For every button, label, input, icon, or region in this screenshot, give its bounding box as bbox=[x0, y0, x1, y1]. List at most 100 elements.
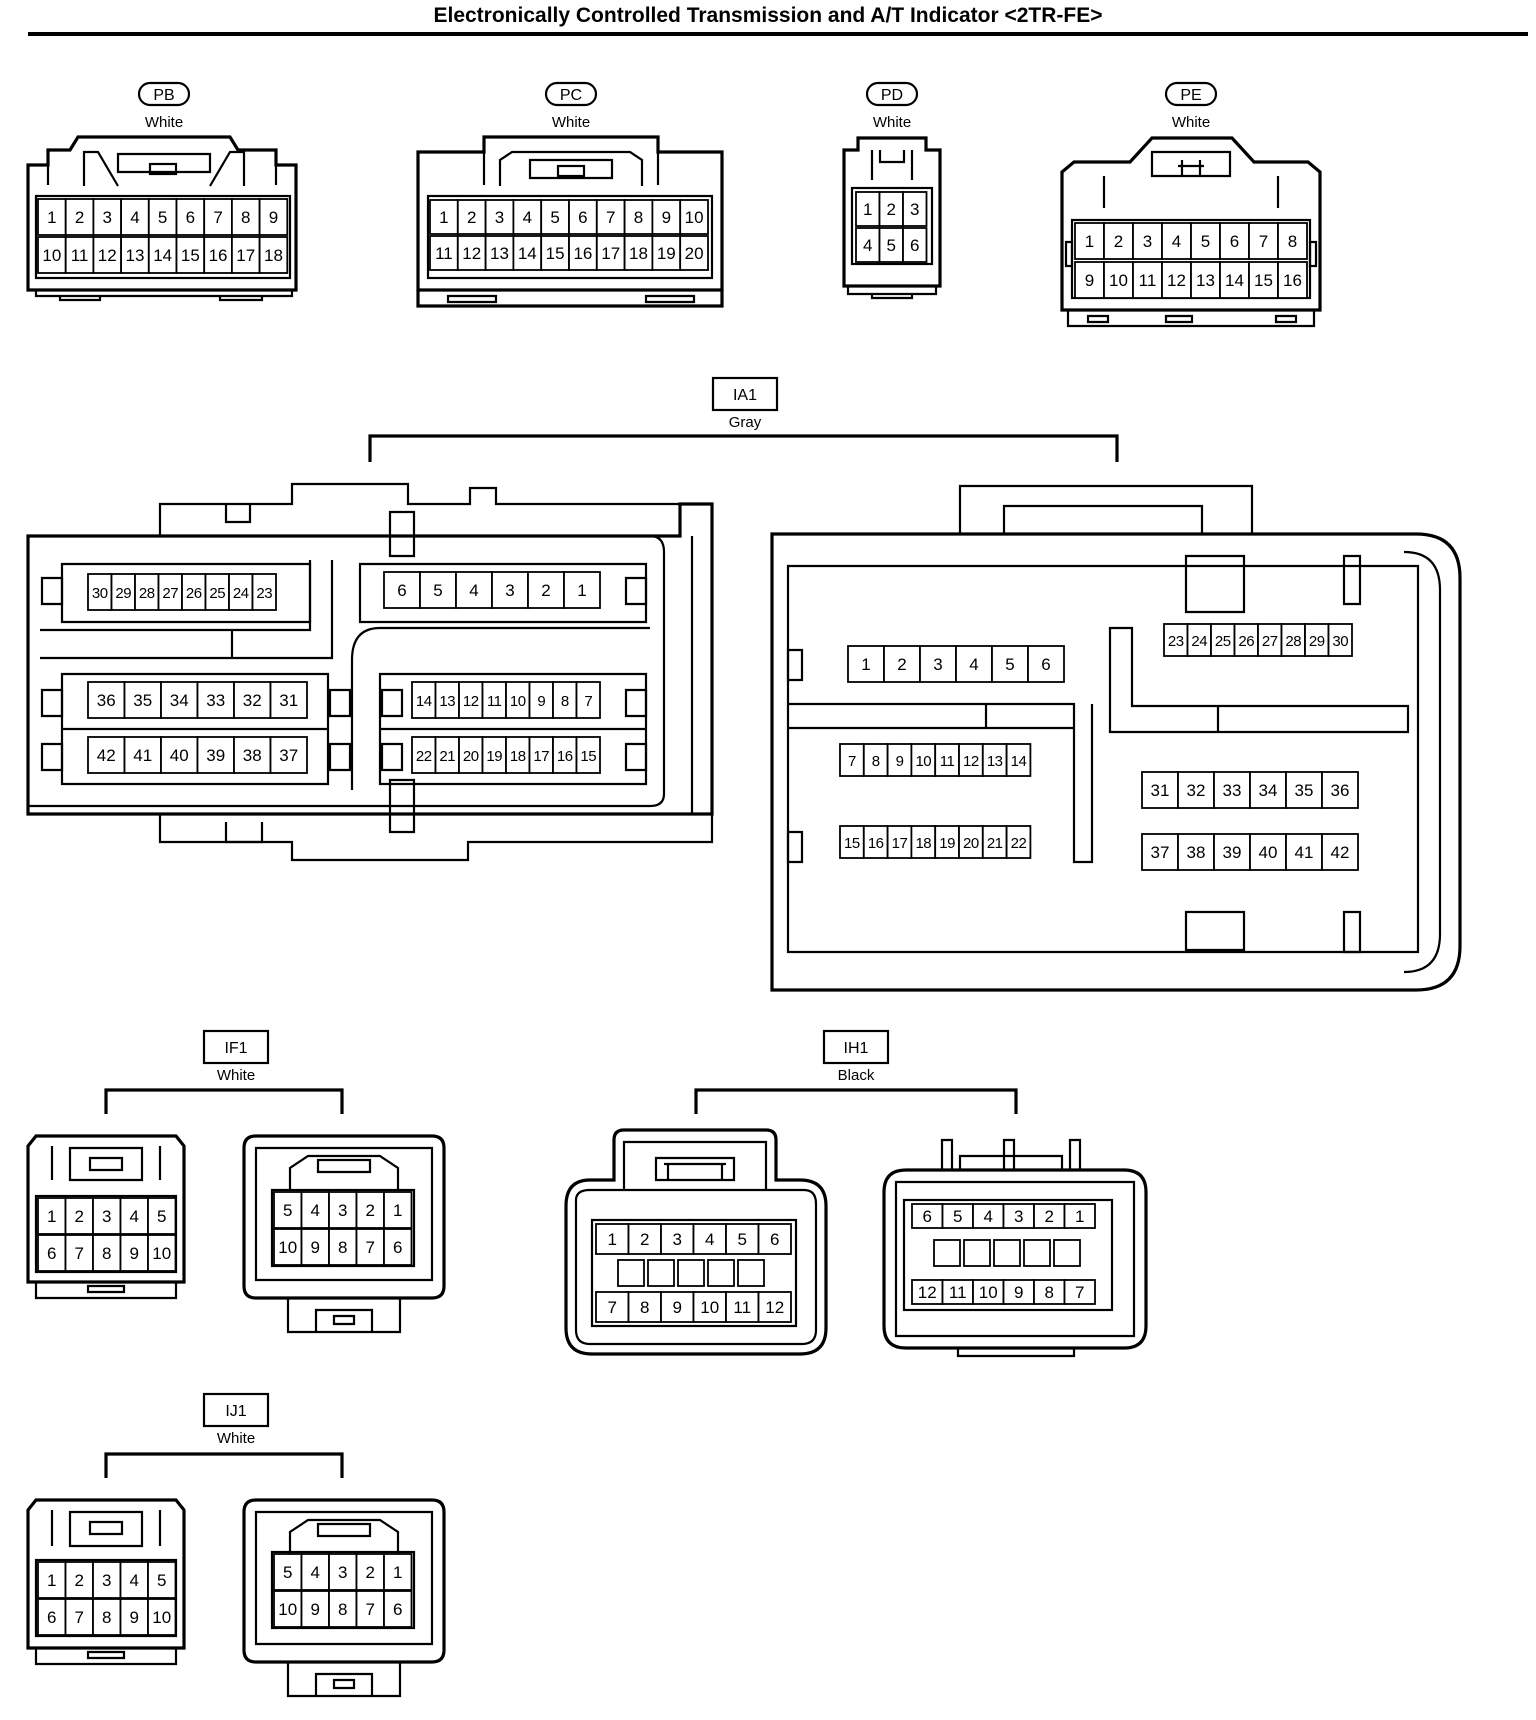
connector-color: White bbox=[1172, 114, 1210, 131]
connector-face bbox=[590, 1218, 798, 1328]
pin-number: 19 bbox=[486, 748, 502, 765]
connector-key bbox=[556, 164, 586, 178]
pin-number: 3 bbox=[338, 1201, 347, 1220]
pin-number: 35 bbox=[133, 691, 152, 710]
pin-cell bbox=[160, 736, 199, 774]
pin-number: 1 bbox=[861, 655, 870, 674]
pin-cell bbox=[64, 1561, 94, 1599]
pin-number: 23 bbox=[1168, 633, 1184, 650]
pin-number: 6 bbox=[47, 1608, 56, 1627]
pin-number: 9 bbox=[1085, 271, 1094, 290]
pin-number: 2 bbox=[897, 655, 906, 674]
connector-color: Gray bbox=[729, 414, 762, 431]
pin-number: 6 bbox=[770, 1230, 779, 1249]
pin-number: 40 bbox=[170, 746, 189, 765]
pin-number: 8 bbox=[102, 1608, 111, 1627]
pin-cell bbox=[37, 236, 67, 274]
pin-cell bbox=[1103, 261, 1134, 299]
pin-number: 14 bbox=[416, 693, 432, 710]
pin-cell bbox=[575, 681, 601, 719]
pin-number: 7 bbox=[366, 1238, 375, 1257]
pin-number: 16 bbox=[573, 244, 592, 263]
pin-number: 8 bbox=[338, 1600, 347, 1619]
pin-number: 8 bbox=[338, 1238, 347, 1257]
pin-number: 11 bbox=[435, 244, 453, 263]
connector-housing bbox=[564, 1128, 828, 1356]
pin-number: 7 bbox=[213, 208, 222, 227]
pin-number: 16 bbox=[557, 748, 573, 765]
connector-code: IH1 bbox=[844, 1040, 869, 1057]
connector-housing bbox=[242, 1134, 446, 1300]
pin-cell bbox=[147, 1197, 177, 1235]
pin-cell bbox=[456, 235, 487, 271]
pin-number: 2 bbox=[75, 1571, 84, 1590]
pin-cell bbox=[1219, 222, 1250, 260]
pin-number: 4 bbox=[469, 581, 478, 600]
cavity-cell bbox=[933, 1239, 961, 1267]
pin-number: 1 bbox=[439, 208, 448, 227]
pin-number: 11 bbox=[487, 693, 502, 710]
connector-latch bbox=[254, 1510, 434, 1646]
pin-number: 3 bbox=[505, 581, 514, 600]
connector-outline bbox=[158, 482, 714, 862]
pin-cell bbox=[627, 1291, 662, 1323]
pin-number: 9 bbox=[311, 1238, 320, 1257]
pin-number: 6 bbox=[910, 236, 919, 255]
pin-number: 12 bbox=[1167, 271, 1186, 290]
pin-cell bbox=[147, 198, 178, 236]
pin-number: 33 bbox=[1223, 781, 1242, 800]
connector-housing bbox=[26, 502, 714, 816]
pin-cell bbox=[941, 1279, 974, 1305]
pin-number: 17 bbox=[601, 244, 620, 263]
connector-divider bbox=[788, 554, 1410, 952]
connector-color: White bbox=[873, 114, 911, 131]
connector-housing bbox=[26, 135, 298, 292]
pin-number: 10 bbox=[685, 208, 704, 227]
pin-cell bbox=[175, 198, 206, 236]
pin-number: 4 bbox=[311, 1563, 320, 1582]
pin-cell bbox=[87, 681, 126, 719]
pin-number: 10 bbox=[1109, 271, 1128, 290]
pin-number: 4 bbox=[705, 1230, 714, 1249]
pin-cell bbox=[1074, 261, 1105, 299]
pin-number: 24 bbox=[1191, 633, 1207, 650]
connector-color: White bbox=[552, 114, 590, 131]
pin-number: 18 bbox=[629, 244, 648, 263]
pin-number: 5 bbox=[550, 208, 559, 227]
connector-color: White bbox=[217, 1430, 255, 1447]
pin-cell bbox=[64, 198, 95, 236]
pin-cell bbox=[87, 736, 126, 774]
pin-number: 9 bbox=[662, 208, 671, 227]
pin-cell bbox=[1033, 1279, 1066, 1305]
pin-cell bbox=[1190, 222, 1221, 260]
connector-housing bbox=[242, 1498, 446, 1664]
pin-number: 36 bbox=[97, 691, 116, 710]
pin-cell bbox=[1074, 222, 1105, 260]
pin-number: 9 bbox=[130, 1244, 139, 1263]
pin-number: 6 bbox=[186, 208, 195, 227]
connector-outline bbox=[894, 1138, 1136, 1358]
connector-face bbox=[426, 194, 714, 280]
pin-number: 30 bbox=[1332, 633, 1348, 650]
pin-number: 33 bbox=[206, 691, 225, 710]
connector-divider bbox=[40, 560, 650, 790]
pin-cell bbox=[568, 199, 598, 235]
pin-number: 7 bbox=[606, 208, 615, 227]
pin-cell bbox=[175, 236, 206, 274]
pin-number: 13 bbox=[125, 246, 144, 265]
pin-cell bbox=[269, 681, 308, 719]
pin-cell bbox=[1002, 1279, 1035, 1305]
pin-cell bbox=[679, 235, 709, 271]
